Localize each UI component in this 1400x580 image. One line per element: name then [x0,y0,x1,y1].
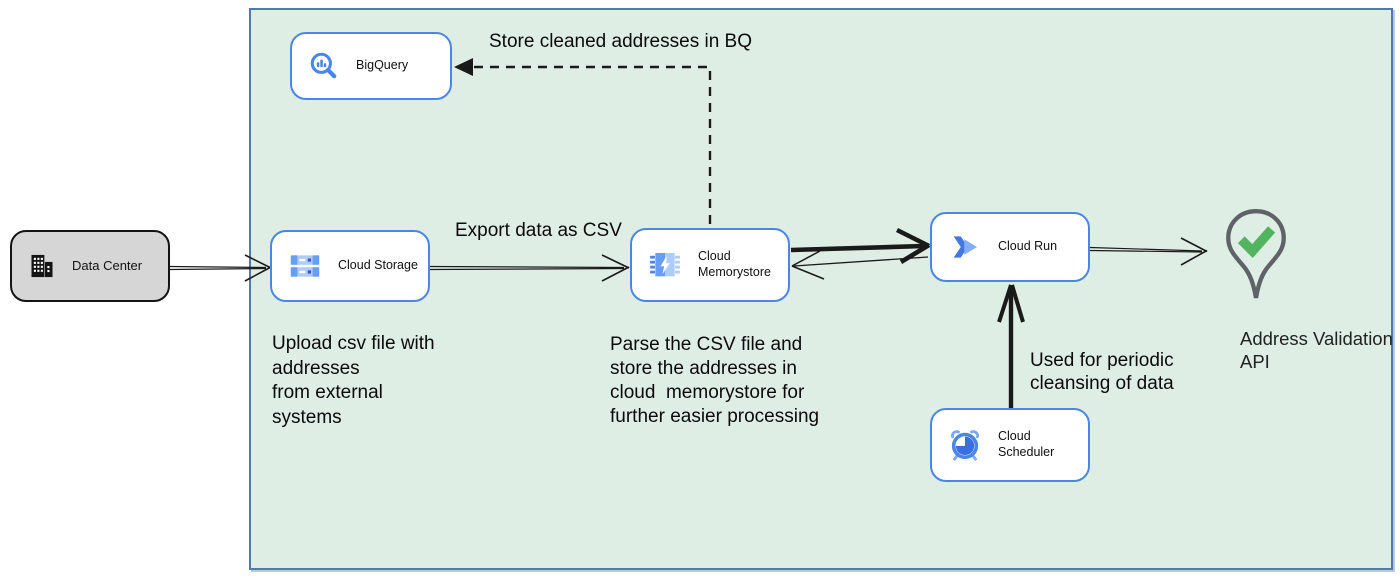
node-cloud-memorystore[interactable]: Cloud Memorystore [630,228,790,302]
cloud-memorystore-icon [648,248,682,282]
annotation-export-csv: Export data as CSV [455,220,622,241]
node-label: Cloud Scheduler [998,429,1055,459]
node-cloud-scheduler[interactable]: Cloud Scheduler [930,408,1090,482]
cloud-run-icon [948,230,982,264]
bigquery-icon [308,50,340,82]
address-validation-label: Address Validation API [1240,328,1393,372]
node-cloud-storage[interactable]: Cloud Storage [270,230,430,302]
node-label: Data Center [72,257,143,273]
cloud-scheduler-icon [948,428,982,462]
annotation-upload-note: Upload csv file with addresses from exte… [272,333,435,428]
node-data-center[interactable]: Data Center [10,230,170,302]
node-label: Cloud Memorystore [698,249,771,279]
node-address-validation[interactable] [1221,206,1291,310]
node-label: Cloud Run [998,239,1058,254]
node-label: BigQuery [356,58,409,73]
map-pin-check-icon [1226,209,1286,299]
annotation-store-cleaned-bq: Store cleaned addresses in BQ [489,31,752,52]
annotation-parse-note: Parse the CSV file and store the address… [610,334,820,427]
annotation-periodic-note: Used for periodic cleansing of data [1030,350,1174,394]
node-bigquery[interactable]: BigQuery [290,32,452,100]
gcp-boundary-group[interactable] [249,8,1393,570]
cloud-storage-icon [288,249,322,283]
node-label: Cloud Storage [338,258,418,273]
node-cloud-run[interactable]: Cloud Run [930,212,1090,282]
data-center-icon [28,252,56,280]
